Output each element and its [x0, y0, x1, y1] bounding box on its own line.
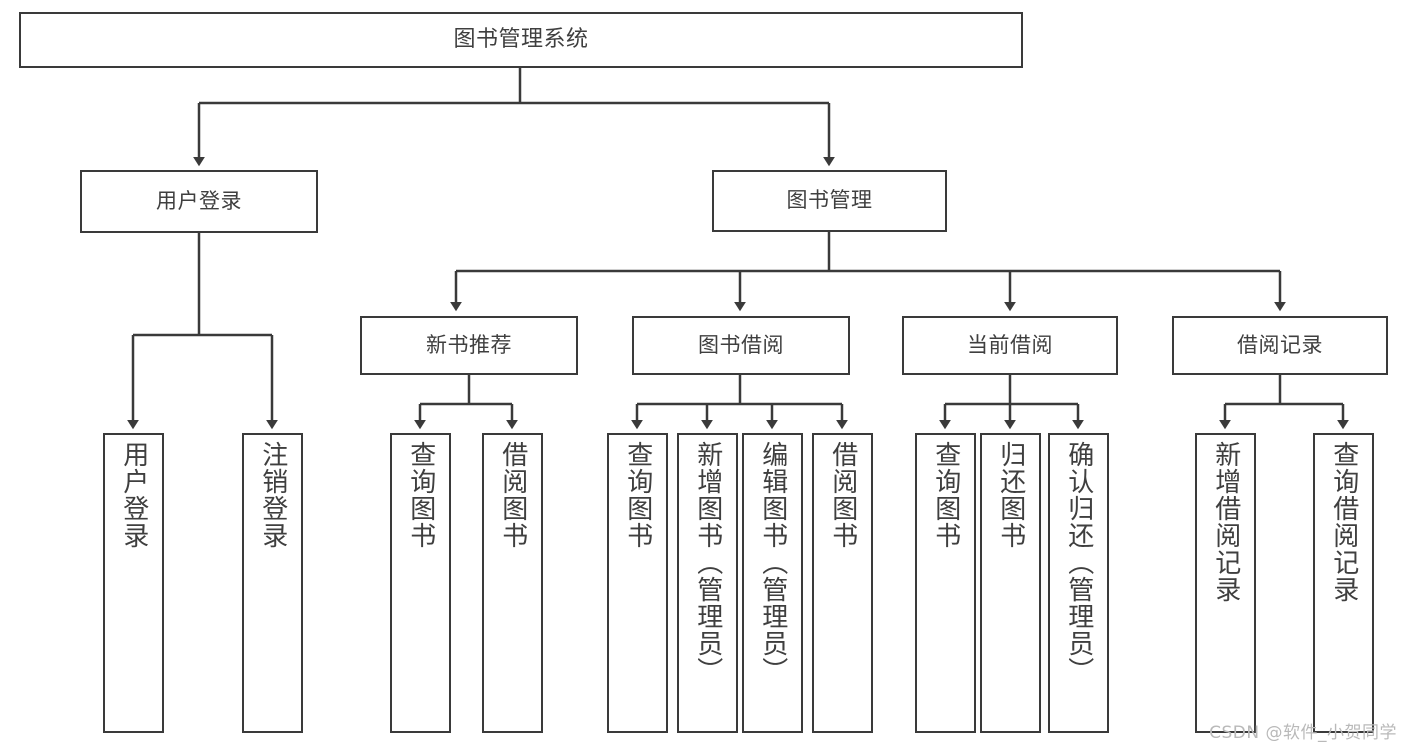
- node-current-borrow[interactable]: 当前借阅: [902, 316, 1118, 375]
- leaf-record-query-record[interactable]: 查询借阅记录: [1313, 433, 1374, 733]
- node-new-book-recommend[interactable]: 新书推荐: [360, 316, 578, 375]
- leaf-borrow-add-book-admin[interactable]: 新增图书（管理员）: [677, 433, 738, 733]
- node-label: 用户登录: [156, 188, 242, 213]
- node-label: 查询图书: [405, 441, 436, 549]
- node-label: 当前借阅: [967, 332, 1053, 357]
- node-label: 查询图书: [930, 441, 961, 549]
- node-borrow-record[interactable]: 借阅记录: [1172, 316, 1388, 375]
- node-label: 图书管理系统: [453, 26, 589, 52]
- node-book-borrow[interactable]: 图书借阅: [632, 316, 850, 375]
- leaf-record-add-record[interactable]: 新增借阅记录: [1195, 433, 1256, 733]
- leaf-user-login[interactable]: 用户登录: [103, 433, 164, 733]
- leaf-current-confirm-return-admin[interactable]: 确认归还（管理员）: [1048, 433, 1109, 733]
- node-book-management[interactable]: 图书管理: [712, 170, 947, 232]
- node-label: 借阅记录: [1237, 332, 1323, 357]
- node-root-system[interactable]: 图书管理系统: [19, 12, 1023, 68]
- leaf-user-logout[interactable]: 注销登录: [242, 433, 303, 733]
- node-label: 编辑图书（管理员）: [757, 441, 788, 684]
- leaf-recommend-query-book[interactable]: 查询图书: [390, 433, 451, 733]
- leaf-borrow-query-book[interactable]: 查询图书: [607, 433, 668, 733]
- leaf-current-query-book[interactable]: 查询图书: [915, 433, 976, 733]
- node-label: 图书借阅: [698, 332, 784, 357]
- node-label: 新增借阅记录: [1210, 441, 1241, 603]
- node-label: 查询图书: [622, 441, 653, 549]
- node-label: 注销登录: [257, 441, 288, 549]
- node-label: 借阅图书: [827, 441, 858, 549]
- leaf-borrow-edit-book-admin[interactable]: 编辑图书（管理员）: [742, 433, 803, 733]
- node-label: 新增图书（管理员）: [692, 441, 723, 684]
- leaf-recommend-borrow-book[interactable]: 借阅图书: [482, 433, 543, 733]
- node-label: 用户登录: [118, 441, 149, 549]
- leaf-borrow-borrow-book[interactable]: 借阅图书: [812, 433, 873, 733]
- node-label: 图书管理: [786, 188, 873, 213]
- leaf-current-return-book[interactable]: 归还图书: [980, 433, 1041, 733]
- node-user-login[interactable]: 用户登录: [80, 170, 318, 233]
- node-label: 确认归还（管理员）: [1063, 441, 1094, 684]
- node-label: 归还图书: [995, 441, 1026, 549]
- watermark: CSDN @软件_小贺同学: [1209, 723, 1397, 743]
- node-label: 查询借阅记录: [1328, 441, 1359, 603]
- node-label: 借阅图书: [497, 441, 528, 549]
- node-label: 新书推荐: [426, 332, 512, 357]
